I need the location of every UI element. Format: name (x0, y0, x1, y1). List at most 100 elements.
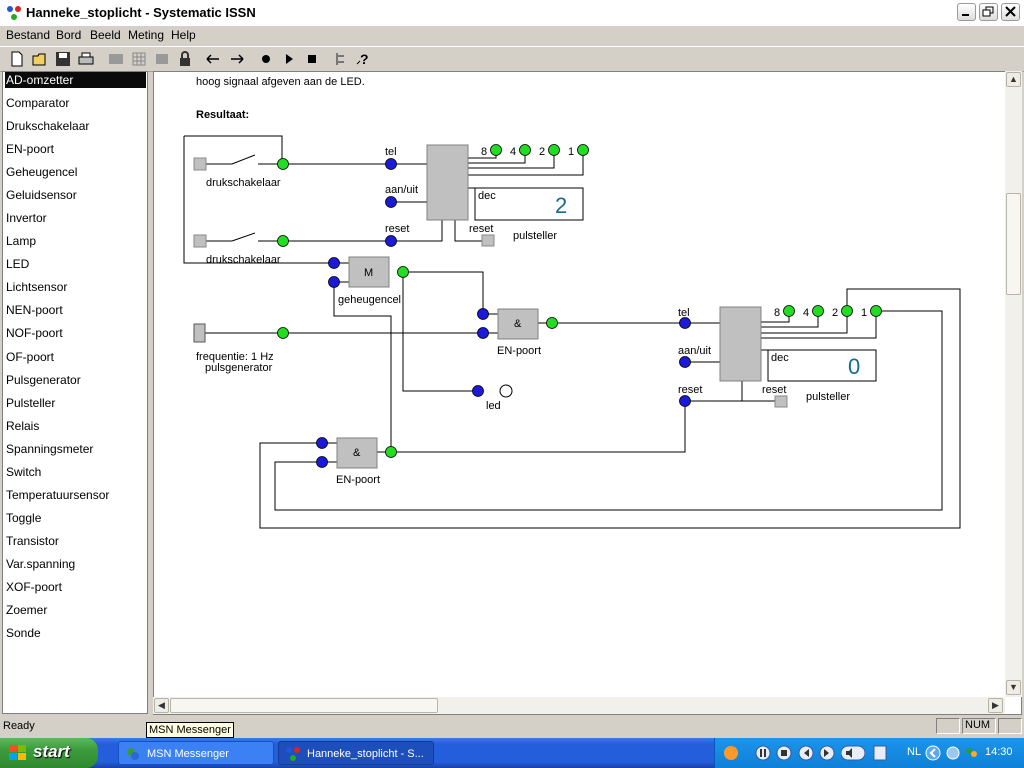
open-folder-icon[interactable] (31, 50, 49, 68)
minimize-icon (962, 14, 969, 16)
play-icon[interactable] (280, 50, 298, 68)
node-output (870, 305, 882, 317)
sidebar-item-transistor[interactable]: Transistor (6, 534, 59, 548)
grid-icon[interactable] (153, 50, 171, 68)
sidebar-item-sonde[interactable]: Sonde (6, 626, 41, 640)
scroll-right-button[interactable]: ▶ (988, 698, 1003, 713)
sidebar-item-ad-omzetter[interactable]: AD-omzetter (5, 72, 146, 88)
previous-track-icon[interactable] (798, 745, 814, 761)
sidebar-item-lichtsensor[interactable]: Lichtsensor (6, 280, 68, 294)
sidebar-item-pulsteller[interactable]: Pulsteller (6, 396, 56, 410)
svg-text:?: ? (360, 51, 369, 67)
language-indicator[interactable]: NL (907, 746, 922, 758)
pause-icon[interactable] (755, 745, 771, 761)
stop-icon[interactable] (303, 50, 321, 68)
status-panel (936, 718, 960, 734)
node-input (328, 257, 340, 269)
horizontal-scroll-thumb[interactable] (170, 698, 438, 713)
start-button[interactable]: start (0, 738, 98, 768)
sidebar-item-invertor[interactable]: Invertor (6, 211, 47, 225)
next-track-icon[interactable] (819, 745, 835, 761)
and-gate-1-body[interactable] (497, 308, 539, 340)
sidebar-item-lamp[interactable]: Lamp (6, 234, 37, 248)
menu-beeld[interactable]: Beeld (90, 28, 121, 42)
menu-bord[interactable]: Bord (56, 28, 82, 42)
grid-icon[interactable] (130, 50, 148, 68)
arrow-left-icon[interactable] (204, 50, 222, 68)
sidebar-item-xof-poort[interactable]: XOF-poort (6, 580, 63, 594)
sidebar-item-relais[interactable]: Relais (6, 419, 40, 433)
users-icon[interactable] (963, 745, 979, 761)
vertical-scrollbar[interactable]: ▲ ▼ (1005, 71, 1022, 697)
counter1-body[interactable] (426, 144, 469, 221)
sidebar-item-zoemer[interactable]: Zoemer (6, 603, 48, 617)
sidebar-item-drukschakelaar[interactable]: Drukschakelaar (6, 119, 90, 133)
sidebar-item-comparator[interactable]: Comparator (6, 96, 70, 110)
counter1-name: pulsteller (513, 230, 557, 242)
stop-icon[interactable] (776, 745, 792, 761)
sidebar-item-pulsgenerator[interactable]: Pulsgenerator (6, 373, 81, 387)
switch2-label: drukschakelaar (206, 254, 281, 266)
close-button[interactable] (1001, 3, 1020, 21)
vertical-scroll-thumb[interactable] (1006, 193, 1021, 295)
and-gate-2-body[interactable] (336, 437, 378, 469)
counter2-body[interactable] (719, 306, 762, 382)
sidebar-item-temperatuursensor[interactable]: Temperatuursensor (6, 488, 110, 502)
switch1-label: drukschakelaar (206, 177, 281, 189)
counter2-reset-button[interactable] (774, 395, 788, 408)
switch-button[interactable] (193, 234, 207, 248)
sidebar-item-en-poort[interactable]: EN-poort (6, 142, 55, 156)
lock-icon[interactable] (176, 50, 194, 68)
memory-cell-body[interactable] (348, 256, 390, 288)
taskbar-item-msn[interactable]: MSN Messenger (118, 741, 274, 765)
restore-button[interactable] (979, 3, 998, 21)
help-icon[interactable]: ? (355, 50, 373, 68)
volume-icon[interactable] (841, 745, 865, 761)
pulsegen-body[interactable] (193, 323, 206, 343)
node-input (679, 356, 691, 368)
print-icon[interactable] (77, 50, 95, 68)
media-player-icon[interactable] (723, 745, 739, 761)
arrow-right-icon[interactable] (228, 50, 246, 68)
sidebar-item-toggle[interactable]: Toggle (6, 511, 42, 525)
circuit-canvas[interactable]: hoog signaal afgeven aan de LED. Resulta… (154, 72, 1006, 698)
scroll-down-button[interactable]: ▼ (1006, 680, 1021, 695)
taskbar-item-issn-label: Hanneke_stoplicht - S... (307, 748, 424, 760)
sidebar-item-led[interactable]: LED (6, 257, 30, 271)
scroll-up-button[interactable]: ▲ (1006, 72, 1021, 87)
sidebar-item-geheugencel[interactable]: Geheugencel (6, 165, 78, 179)
horizontal-scrollbar[interactable]: ◀ ▶ (153, 697, 1005, 714)
menu-help[interactable]: Help (171, 28, 196, 42)
network-icon[interactable] (945, 745, 961, 761)
node-input (385, 158, 397, 170)
new-file-icon[interactable] (8, 50, 26, 68)
sidebar-item-spanningsmeter[interactable]: Spanningsmeter (6, 442, 94, 456)
sidebar-item-switch[interactable]: Switch (6, 465, 42, 479)
node-output (397, 266, 409, 278)
upper-wires (183, 135, 961, 529)
sidebar-item-var-spanning[interactable]: Var.spanning (6, 557, 76, 571)
input-nodes (316, 158, 691, 468)
taskbar-item-issn[interactable]: Hanneke_stoplicht - S... (278, 741, 434, 765)
sidebar-item-of-poort[interactable]: OF-poort (6, 350, 55, 364)
counter2-dec-label: dec (771, 352, 789, 364)
grid-icon[interactable] (107, 50, 125, 68)
scroll-left-button[interactable]: ◀ (154, 698, 169, 713)
record-icon[interactable] (257, 50, 275, 68)
and2-symbol: & (353, 447, 361, 459)
minimize-button[interactable] (957, 3, 976, 21)
switch-button[interactable] (193, 157, 207, 171)
sidebar-item-nof-poort[interactable]: NOF-poort (6, 326, 63, 340)
save-icon[interactable] (54, 50, 72, 68)
counter1-reset-button[interactable] (481, 234, 495, 247)
sidebar-item-geluidsensor[interactable]: Geluidsensor (6, 188, 77, 202)
menu-bestand[interactable]: Bestand (6, 28, 51, 42)
sidebar-item-nen-poort[interactable]: NEN-poort (6, 303, 63, 317)
node-output (841, 305, 853, 317)
node-output (490, 144, 502, 156)
chevron-left-icon[interactable] (925, 745, 941, 761)
tree-icon[interactable] (332, 50, 350, 68)
resize-icon[interactable] (873, 745, 887, 761)
menu-meting[interactable]: Meting (128, 28, 165, 42)
node-input (316, 437, 328, 449)
